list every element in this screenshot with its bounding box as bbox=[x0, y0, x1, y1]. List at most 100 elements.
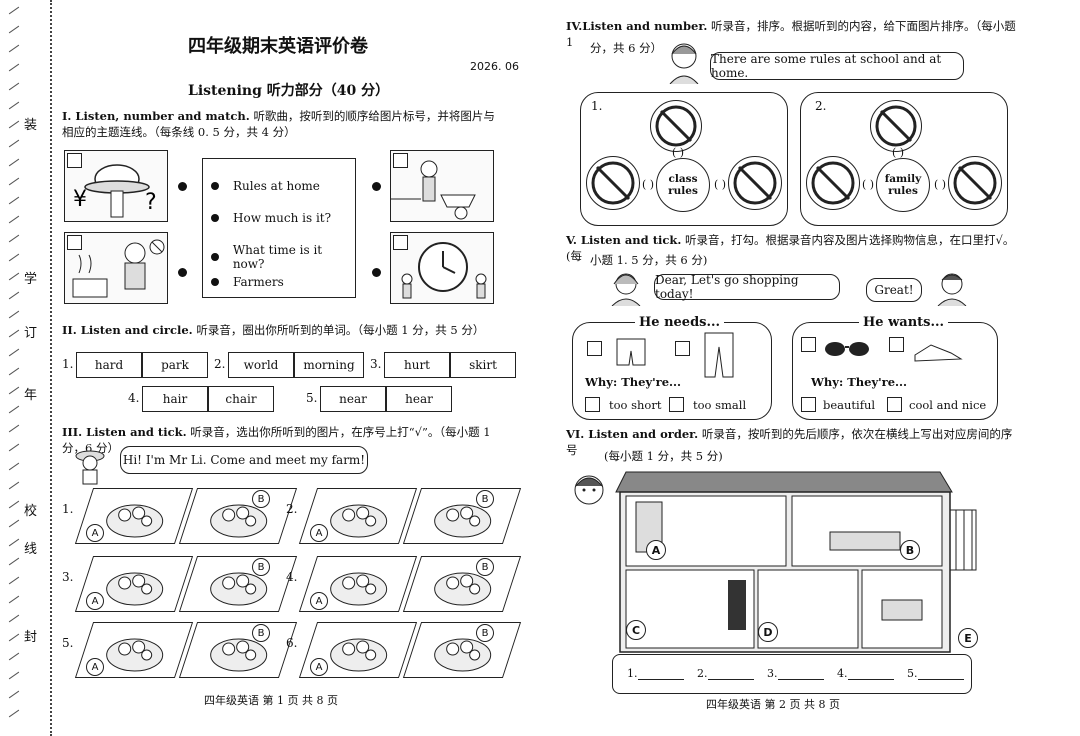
order-blank[interactable]: ( ) bbox=[672, 146, 685, 159]
blank-line[interactable] bbox=[847, 668, 894, 680]
match-dot[interactable] bbox=[178, 268, 187, 277]
shoes-checkbox[interactable] bbox=[889, 337, 904, 352]
hat-price-icon: ¥ ? bbox=[73, 164, 157, 218]
word-option[interactable]: morning bbox=[294, 352, 364, 378]
word-option[interactable]: world bbox=[228, 352, 294, 378]
option-b-label[interactable]: B bbox=[252, 624, 270, 642]
svg-text:?: ? bbox=[145, 190, 157, 215]
needs-why: Why: They're... bbox=[585, 375, 682, 389]
order-blank[interactable]: ( ) bbox=[892, 146, 905, 159]
tick-picture-b[interactable] bbox=[178, 556, 298, 612]
option-b-label[interactable]: B bbox=[252, 490, 270, 508]
binding-slash bbox=[8, 671, 20, 680]
tick-picture-b[interactable] bbox=[178, 488, 298, 544]
answer-blank[interactable]: 1. bbox=[627, 667, 684, 680]
sunglasses-checkbox[interactable] bbox=[801, 337, 816, 352]
shorts-checkbox[interactable] bbox=[587, 341, 602, 356]
number-box[interactable] bbox=[393, 153, 408, 168]
option-b-label[interactable]: B bbox=[252, 558, 270, 576]
food-basket-icon bbox=[210, 504, 268, 538]
match-dot[interactable] bbox=[211, 253, 219, 261]
order-blank[interactable]: ( ) bbox=[862, 178, 875, 191]
word-option[interactable]: chair bbox=[208, 386, 274, 412]
option-a-label[interactable]: A bbox=[86, 658, 104, 676]
rules-center-label: class rules bbox=[656, 158, 710, 212]
too-small-label: too small bbox=[693, 398, 747, 412]
order-blank[interactable]: ( ) bbox=[934, 178, 947, 191]
answer-blank[interactable]: 3. bbox=[767, 667, 824, 680]
binding-slash bbox=[8, 329, 20, 338]
picture-farmer bbox=[390, 150, 494, 222]
answer-blank[interactable]: 4. bbox=[837, 667, 894, 680]
tick-picture-b[interactable] bbox=[402, 622, 522, 678]
section-5-text-2: 小题 1. 5 分，共 6 分) bbox=[590, 253, 708, 267]
binding-slash bbox=[8, 538, 20, 547]
word-option[interactable]: skirt bbox=[450, 352, 516, 378]
number-box[interactable] bbox=[393, 235, 408, 250]
tick-picture-a[interactable] bbox=[74, 622, 194, 678]
number-box[interactable] bbox=[67, 235, 82, 250]
too-short-checkbox[interactable] bbox=[585, 397, 600, 412]
question-number: 5. bbox=[62, 636, 74, 650]
option-a-label[interactable]: A bbox=[86, 592, 104, 610]
rule-picture-left bbox=[806, 156, 860, 210]
word-option[interactable]: hard bbox=[76, 352, 142, 378]
option-b-label[interactable]: B bbox=[476, 490, 494, 508]
tick-picture-b[interactable] bbox=[402, 488, 522, 544]
word-option[interactable]: hear bbox=[386, 386, 452, 412]
theme-item: How much is it? bbox=[211, 211, 331, 225]
binding-slash bbox=[8, 424, 20, 433]
tick-picture-b[interactable] bbox=[178, 622, 298, 678]
tick-picture-a[interactable] bbox=[298, 622, 418, 678]
number-box[interactable] bbox=[67, 153, 82, 168]
option-b-label[interactable]: B bbox=[476, 624, 494, 642]
option-a-label[interactable]: A bbox=[310, 524, 328, 542]
beautiful-checkbox[interactable] bbox=[801, 397, 816, 412]
binding-slash bbox=[8, 690, 20, 699]
match-dot[interactable] bbox=[211, 278, 219, 286]
blank-line[interactable] bbox=[637, 668, 684, 680]
tick-picture-b[interactable] bbox=[402, 556, 522, 612]
blank-line[interactable] bbox=[917, 668, 964, 680]
word-option[interactable]: hurt bbox=[384, 352, 450, 378]
word-option[interactable]: near bbox=[320, 386, 386, 412]
match-dot[interactable] bbox=[211, 182, 219, 190]
theme-item: What time is it now? bbox=[211, 243, 355, 271]
teacher-speech-bubble: There are some rules at school and at ho… bbox=[710, 52, 964, 80]
tick-picture-a[interactable] bbox=[298, 488, 418, 544]
match-dot[interactable] bbox=[178, 182, 187, 191]
tick-picture-a[interactable] bbox=[74, 556, 194, 612]
mother-icon bbox=[611, 273, 641, 306]
word-option[interactable]: hair bbox=[142, 386, 208, 412]
word-option[interactable]: park bbox=[142, 352, 208, 378]
too-small-checkbox[interactable] bbox=[669, 397, 684, 412]
theme-label: Rules at home bbox=[233, 179, 320, 193]
page-1-footer: 四年级英语 第 1 页 共 8 页 bbox=[204, 694, 338, 707]
meat-eggs-icon bbox=[106, 638, 164, 672]
match-dot[interactable] bbox=[372, 268, 381, 277]
question-number: 4. bbox=[128, 391, 140, 405]
cool-and-nice-checkbox[interactable] bbox=[887, 397, 902, 412]
binding-slash bbox=[8, 120, 20, 129]
blank-line[interactable] bbox=[777, 668, 824, 680]
binding-slash bbox=[8, 101, 20, 110]
option-a-label[interactable]: A bbox=[86, 524, 104, 542]
option-b-label[interactable]: B bbox=[476, 558, 494, 576]
trousers-checkbox[interactable] bbox=[675, 341, 690, 356]
blank-number: 1. bbox=[627, 667, 638, 680]
theme-label: Farmers bbox=[233, 275, 284, 289]
listening-subtitle: Listening 听力部分（40 分） bbox=[188, 83, 390, 99]
option-a-label[interactable]: A bbox=[310, 658, 328, 676]
order-blank[interactable]: ( ) bbox=[642, 178, 655, 191]
answer-blank[interactable]: 5. bbox=[907, 667, 964, 680]
answer-blank[interactable]: 2. bbox=[697, 667, 754, 680]
match-dot[interactable] bbox=[372, 182, 381, 191]
order-blank[interactable]: ( ) bbox=[714, 178, 727, 191]
tick-picture-a[interactable] bbox=[74, 488, 194, 544]
tick-picture-a[interactable] bbox=[298, 556, 418, 612]
option-a-label[interactable]: A bbox=[310, 592, 328, 610]
beautiful-label: beautiful bbox=[823, 398, 876, 412]
kitchen-icon bbox=[72, 239, 165, 298]
match-dot[interactable] bbox=[211, 214, 219, 222]
blank-line[interactable] bbox=[707, 668, 754, 680]
